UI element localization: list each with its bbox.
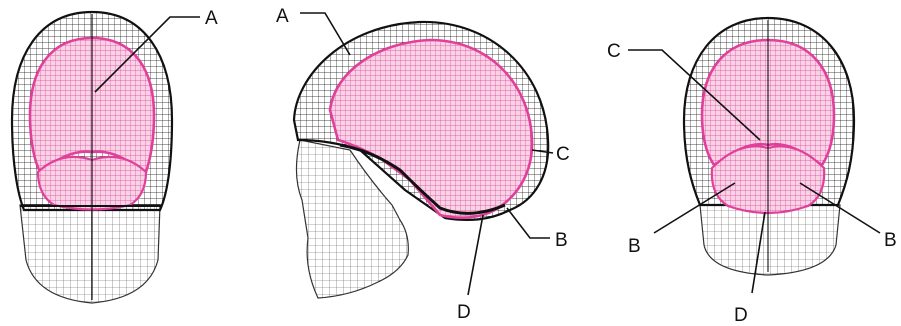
posterior-callout-b-left: B (628, 236, 641, 257)
posterior-lower-mesh (700, 205, 840, 275)
front-face-mesh (20, 205, 160, 303)
posterior-callout-d: D (734, 305, 748, 326)
lateral-callout-c: C (556, 144, 570, 165)
posterior-callout-b-right: B (884, 230, 897, 251)
front-callout-a: A (205, 8, 218, 29)
lateral-d-leader (468, 215, 483, 295)
lateral-callout-a: A (276, 6, 289, 27)
posterior-callout-c: C (607, 41, 621, 62)
lateral-view: A C B D (276, 6, 570, 323)
lateral-b-leader (507, 208, 550, 238)
lateral-callout-d: D (457, 302, 471, 323)
lateral-callout-b: B (555, 230, 568, 251)
front-view: A (12, 8, 218, 303)
posterior-view: C B B D (607, 18, 897, 326)
